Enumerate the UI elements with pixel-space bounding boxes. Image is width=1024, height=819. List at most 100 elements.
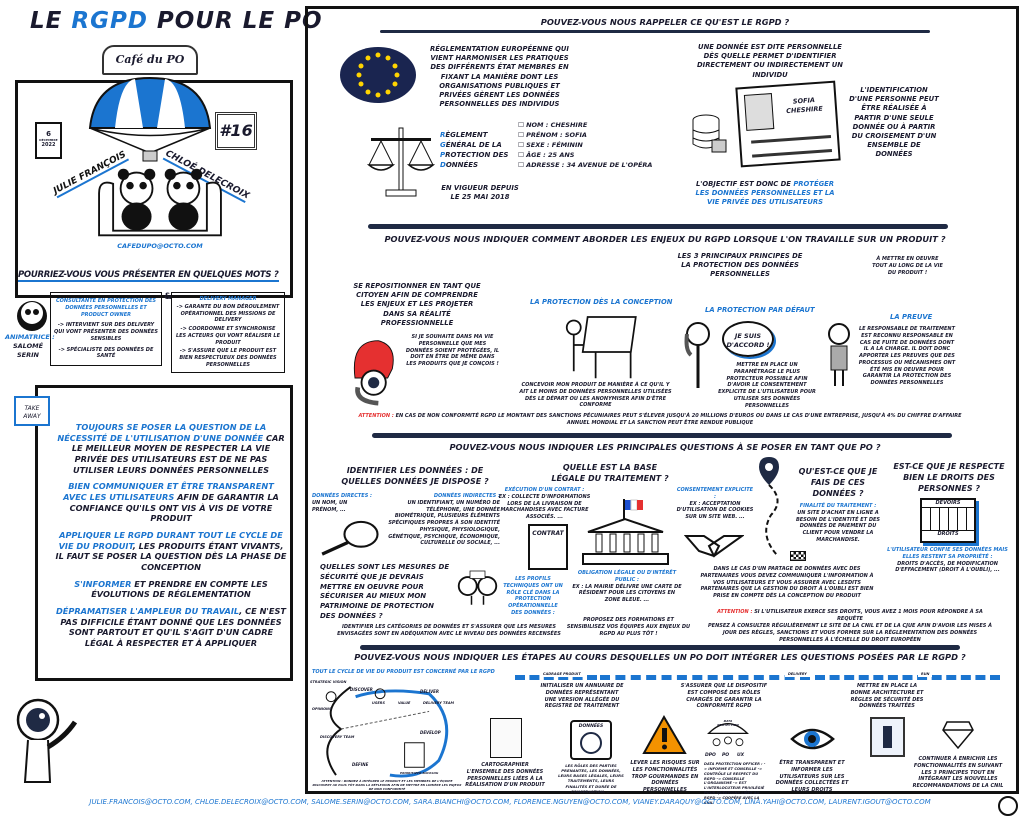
eu-flag-icon bbox=[340, 47, 416, 103]
role-ux: UX bbox=[737, 753, 745, 758]
content-panel bbox=[305, 6, 1019, 794]
card-title: Delivery Manager bbox=[199, 296, 257, 302]
profile-card-julie: Consultante en protection des données pe… bbox=[50, 292, 162, 366]
government-building-icon bbox=[582, 499, 669, 565]
takeaway-accent: Appliquer le RGPD durant tout le cycle d… bbox=[58, 529, 283, 551]
goal-text: L'objectif est donc de protéger les donn… bbox=[695, 180, 835, 207]
role-po: PO bbox=[722, 753, 730, 758]
eye-icon bbox=[790, 728, 835, 750]
principles-heading: Les 3 principaux principes de la protect… bbox=[677, 252, 803, 279]
step-text: Mettre en place la bonne architecture et… bbox=[850, 683, 924, 710]
rights-text: L'utilisateur confie ses données mais el… bbox=[887, 547, 1008, 574]
magnifying-glass-icon bbox=[321, 520, 379, 556]
question-rights: Est-ce que je respecte bien le droits de… bbox=[893, 462, 1005, 494]
phase-bracket-run bbox=[815, 675, 1000, 681]
card-line: -> S'assure que le produit est bien resp… bbox=[179, 348, 277, 368]
lifecycle-note: Tout le cycle de vie du produit est conc… bbox=[312, 669, 495, 675]
field-item: ☐ Sexe : Féminin bbox=[518, 141, 583, 150]
panda-avatar-icon bbox=[17, 301, 47, 331]
host-label: Animatrice : bbox=[5, 333, 55, 341]
lifecycle-label: Prioritized backlog bbox=[400, 771, 439, 775]
tech-profiles-note: Les profils techniques ont un rôle clé d… bbox=[503, 576, 563, 616]
id-photo bbox=[743, 93, 775, 131]
awning-icon bbox=[88, 76, 212, 162]
principle-default-title: La protection par défaut bbox=[705, 306, 815, 314]
takeaway-item: Appliquer le RGPD durant tout le cycle d… bbox=[55, 530, 287, 573]
title-post: POUR LE PO bbox=[147, 8, 323, 34]
page-title: LE RGPD POUR LE PO bbox=[30, 8, 323, 34]
designer-at-drafting-board-illustration bbox=[565, 316, 637, 379]
intro-question: Pourriez-vous vous présenter en quelques… bbox=[18, 270, 279, 282]
identification-text: L'identification d'une personne peut êtr… bbox=[849, 86, 939, 159]
role-dpo: DPO bbox=[705, 753, 716, 758]
step-text: Cartographier l'ensemble des données per… bbox=[465, 762, 545, 789]
rgpd-definition: Réglementation européenne qui vient harm… bbox=[430, 45, 569, 109]
handshake-icon bbox=[684, 535, 744, 558]
book-circle bbox=[580, 732, 602, 755]
episode-frame: #16 bbox=[215, 112, 257, 150]
lifecycle-label: Strategic vision bbox=[310, 680, 347, 684]
takeaway-rest: , ce n'est pas difficile étant donné que… bbox=[60, 605, 287, 648]
id-scribble bbox=[751, 135, 832, 144]
section4-title: Pouvez-vous nous indiquer les étapes au … bbox=[354, 652, 966, 662]
acronym-line: Règlement bbox=[440, 131, 488, 139]
lifecycle-label: Opinions bbox=[312, 707, 332, 711]
location-pin-route-icon bbox=[759, 457, 779, 556]
diamond-icon bbox=[942, 721, 974, 750]
section2-title: Pouvez-vous nous indiquer comment aborde… bbox=[384, 234, 946, 244]
step-detail: Les rôles des parties prenantes, les don… bbox=[558, 763, 624, 794]
book-label: Données bbox=[578, 724, 604, 729]
locked-database-icon bbox=[692, 114, 727, 153]
cnil-note: Pensez à consulter régulièrement le site… bbox=[708, 623, 992, 643]
host-name: Salomé Serin bbox=[12, 342, 44, 359]
takeaway-item: Bien communiquer et être transparent ave… bbox=[55, 481, 287, 524]
section1-title: Pouvez-vous nous rappeler ce qu'est le R… bbox=[540, 17, 790, 27]
direct-data: Données directes :Un nom, un prénom, ... bbox=[312, 493, 373, 513]
temple-top-label: Devoirs bbox=[922, 500, 974, 508]
title-pre: LE bbox=[30, 8, 72, 34]
takeaway-badge: Take away bbox=[14, 396, 50, 426]
phase-bracket-delivery bbox=[600, 675, 810, 681]
rights-temple-icon: Devoirs Droits bbox=[920, 498, 976, 543]
card-title: Consultante en protection des données pe… bbox=[56, 298, 156, 318]
consent-bubble: Je suis d'accord ! bbox=[722, 321, 774, 357]
scales-icon bbox=[366, 127, 436, 197]
section1-rule bbox=[380, 30, 930, 33]
lifecycle-label: Define bbox=[352, 762, 369, 767]
cafe-badge: Café du PO bbox=[102, 45, 198, 75]
calendar-icon: 6 Décembre 2022 bbox=[35, 122, 62, 159]
man-in-vest-illustration bbox=[828, 323, 850, 386]
section3-rule bbox=[372, 433, 952, 438]
lifecycle-label: Develop bbox=[420, 730, 441, 735]
step-text: Continuer à enrichir les fonctionnalités… bbox=[912, 756, 1004, 789]
indirect-data: Données indirectes :Un identifiant, un n… bbox=[388, 493, 500, 547]
card-line: -> Spécialiste des données de santé bbox=[58, 346, 154, 360]
citizen-quote: Si je souhaite dans ma vie personnelle q… bbox=[405, 334, 500, 367]
astronaut-illustration bbox=[16, 698, 78, 783]
phase-label: Cadrage produit bbox=[540, 672, 584, 677]
takeaway-rest: , les produits étant vivants, il faut se… bbox=[55, 540, 287, 572]
principle-default-text: Mettre en place un paramétrage le plus p… bbox=[718, 362, 816, 409]
takeaway-rest: et prendre en compte les évolutions de r… bbox=[91, 578, 268, 600]
takeaway-accent: Toujours se poser la question de la néce… bbox=[57, 422, 267, 443]
takeaway-list: Toujours se poser la question de la néce… bbox=[55, 422, 287, 648]
takeaway-item: S'informer et prendre en compte les évol… bbox=[55, 579, 287, 600]
card-line: -> Coordonne et synchronise les acteurs … bbox=[175, 326, 281, 346]
pandas-on-couch-illustration bbox=[98, 168, 222, 237]
lifecycle-label: Users bbox=[372, 701, 385, 705]
footer-emails[interactable]: julie.francois@octo.com, chloe.delecroix… bbox=[89, 798, 931, 806]
legal-obligation-basis: Obligation légale ou d'intérêt public :E… bbox=[572, 570, 682, 603]
architecture-board-icon bbox=[870, 717, 905, 757]
field-item: ☐ Nom : Cheshire bbox=[518, 121, 588, 129]
question-identify: Identifier les données : de quelles donn… bbox=[341, 466, 489, 487]
finish-flag-icon bbox=[790, 551, 806, 561]
takeaway-rest: car le meilleur moyen de respecter la vi… bbox=[71, 432, 285, 475]
security-answer: Identifier les catégories de données et … bbox=[337, 624, 561, 637]
cafe-email[interactable]: cafedupo@octo.com bbox=[117, 242, 203, 250]
ampersand: & bbox=[164, 292, 172, 302]
temple-bottom-label: Droits bbox=[922, 529, 974, 538]
field-item: ☐ Adresse : 34 avenue de l'Opéra bbox=[518, 161, 653, 170]
rights-warning: Attention : Si l'utilisateur exerce ses … bbox=[717, 609, 983, 622]
lifecycle-label: Discover bbox=[350, 687, 373, 692]
rgpd-since: En vigueur depuis le 25 mai 2018 bbox=[441, 184, 519, 202]
